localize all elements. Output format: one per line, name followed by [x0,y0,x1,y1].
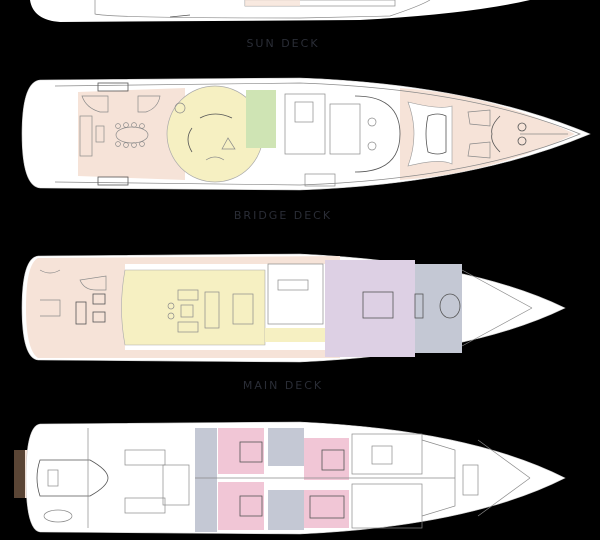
sun-deck-label: SUN DECK [246,37,320,50]
bridge-deck-plan [0,74,600,194]
main-deck-label: MAIN DECK [242,379,324,392]
bridge-deck-label: BRIDGE DECK [233,209,333,222]
lower-deck-plan [0,420,600,540]
main-deck-plan [0,250,600,365]
sun-deck-plan [0,0,600,24]
